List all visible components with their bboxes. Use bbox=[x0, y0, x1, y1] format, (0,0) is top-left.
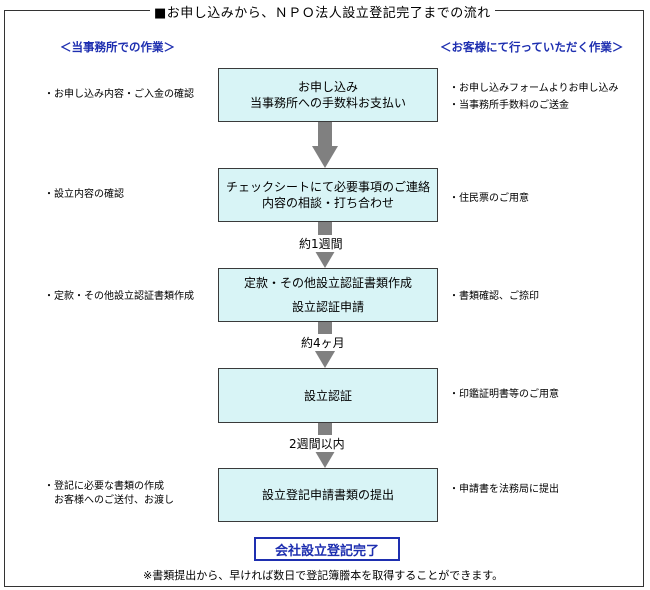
right-note: ・住民票のご用意 bbox=[449, 193, 529, 204]
right-note: ・お申し込みフォームよりお申し込み bbox=[449, 83, 619, 94]
right-note: ・印鑑証明書等のご用意 bbox=[449, 389, 559, 400]
step-line: 設立登記申請書類の提出 bbox=[261, 488, 394, 502]
step-box-certification: 設立認証 bbox=[218, 368, 438, 423]
step-line: 当事務所への手数料お支払い bbox=[249, 96, 406, 110]
left-note: ・定款・その他設立認証書類作成 bbox=[44, 291, 194, 302]
left-column-heading: ＜当事務所での作業＞ bbox=[60, 40, 175, 54]
right-note: ・当事務所手数料のご送金 bbox=[449, 100, 569, 111]
step-box-registration: 設立登記申請書類の提出 bbox=[218, 468, 438, 522]
footnote: ※書類提出から、早ければ数日で登記簿謄本を取得することができます。 bbox=[143, 569, 504, 582]
left-note: ・お申し込み内容・ご入金の確認 bbox=[44, 89, 194, 100]
flow-arrow-shaft-1 bbox=[318, 121, 332, 147]
step-line: 内容の相談・打ち合わせ bbox=[261, 196, 394, 210]
left-note: お客様へのご送付、お渡し bbox=[44, 495, 174, 506]
right-note: ・申請書を法務局に提出 bbox=[449, 484, 559, 495]
flow-arrow-head-1 bbox=[312, 146, 338, 168]
completion-badge: 会社設立登記完了 bbox=[254, 537, 400, 561]
step-line: お申し込み bbox=[297, 80, 358, 94]
flow-arrow-head-3 bbox=[312, 346, 338, 368]
interval-label-4: 2週間以内 bbox=[286, 435, 348, 452]
step-line: チェックシートにて必要事項のご連絡 bbox=[225, 180, 430, 194]
step-box-articles: 定款・その他設立認証書類作成 設立認証申請 bbox=[218, 268, 438, 322]
interval-label-3: 約4ヶ月 bbox=[298, 334, 348, 351]
left-note: ・設立内容の確認 bbox=[44, 189, 124, 200]
step-line: 設立認証 bbox=[303, 388, 352, 403]
interval-label-2: 約1週間 bbox=[296, 235, 346, 252]
right-note: ・書類確認、ご捺印 bbox=[449, 291, 539, 302]
flow-title: ■お申し込みから、ＮＰＯ法人設立登記完了までの流れ bbox=[150, 2, 495, 21]
left-note: ・登記に必要な書類の作成 bbox=[44, 481, 164, 492]
step-box-consultation: チェックシートにて必要事項のご連絡 内容の相談・打ち合わせ bbox=[218, 168, 438, 222]
right-column-heading: ＜お客様にて行っていただく作業＞ bbox=[440, 40, 624, 54]
step-line: 定款・その他設立認証書類作成 bbox=[243, 276, 412, 290]
step-box-application: お申し込み 当事務所への手数料お支払い bbox=[218, 68, 438, 122]
step-line: 設立認証申請 bbox=[291, 300, 364, 314]
